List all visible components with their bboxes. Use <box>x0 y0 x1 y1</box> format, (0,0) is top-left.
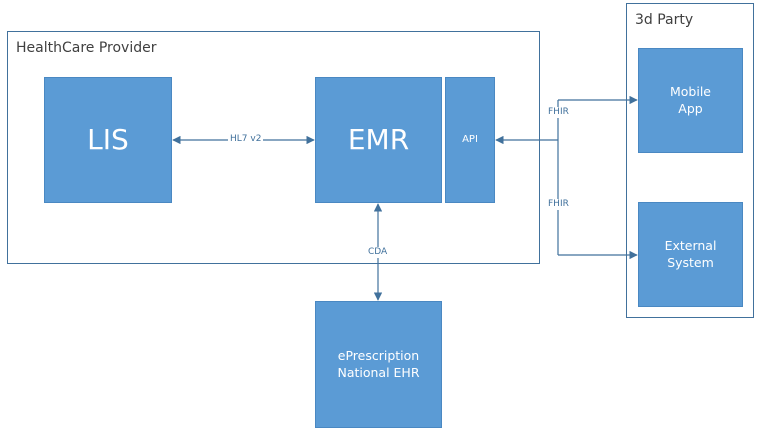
mobile-app-node[interactable]: Mobile App <box>638 48 743 153</box>
external-system-label: External System <box>664 237 717 270</box>
edge-label-fhir-mobile: FHIR <box>546 107 571 118</box>
lis-label: LIS <box>87 123 129 157</box>
lis-node[interactable]: LIS <box>44 77 172 203</box>
mobile-app-label: Mobile App <box>669 83 711 116</box>
third-party-label: 3d Party <box>635 12 694 28</box>
api-node[interactable]: API <box>445 77 495 203</box>
emr-node[interactable]: EMR <box>315 77 442 203</box>
edge-label-fhir-external: FHIR <box>546 199 571 210</box>
healthcare-provider-label: HealthCare Provider <box>16 40 157 56</box>
eprescription-node[interactable]: ePrescription National EHR <box>315 301 442 428</box>
edge-label-hl7: HL7 v2 <box>228 134 264 145</box>
eprescription-label: ePrescription National EHR <box>337 347 420 380</box>
emr-label: EMR <box>347 123 410 157</box>
api-label: API <box>462 134 478 146</box>
edge-label-cda: CDA <box>366 247 390 258</box>
external-system-node[interactable]: External System <box>638 202 743 307</box>
